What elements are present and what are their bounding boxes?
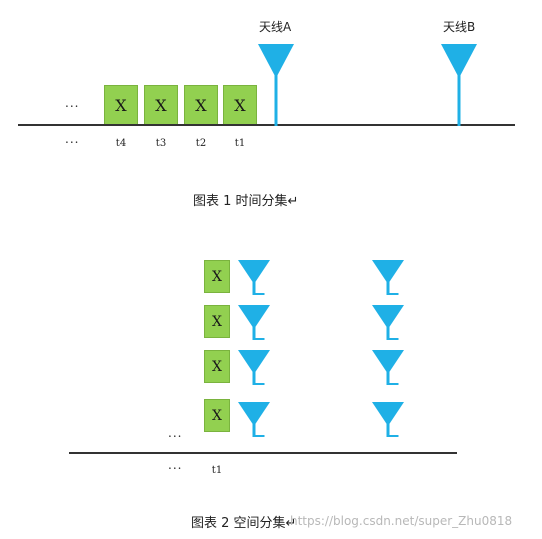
dots-top: ... [65, 96, 80, 110]
time-label-t1: t1 [211, 465, 223, 476]
dots-top: ... [168, 426, 183, 440]
dots-bottom: ... [168, 458, 183, 472]
symbol-box-row-1: X [204, 260, 230, 293]
symbol-box-t2: X [184, 85, 218, 125]
symbol-box-t3: X [144, 85, 178, 125]
symbol-box-t1: X [223, 85, 257, 125]
symbol-box-row-4: X [204, 399, 230, 432]
antenna-left-row-4-icon [238, 402, 270, 437]
watermark-url: https://blog.csdn.net/super_Zhu0818 [290, 514, 513, 528]
time-label-t3: t3 [155, 138, 167, 149]
symbol-box-row-3: X [204, 350, 230, 383]
antenna-right-row-1-icon [372, 260, 404, 295]
antenna-left-row-1-icon [238, 260, 270, 295]
antenna-right-row-3-icon [372, 350, 404, 385]
symbol-box-t4: X [104, 85, 138, 125]
timeline-axis [18, 124, 515, 126]
figure-1-caption: 图表 1 时间分集↵ [193, 194, 299, 209]
time-label-t2: t2 [195, 138, 207, 149]
time-label-t1: t1 [234, 138, 246, 149]
baseline-axis [69, 452, 457, 454]
antenna-a-label: 天线A [259, 20, 292, 34]
symbol-box-row-2: X [204, 305, 230, 338]
time-label-t4: t4 [115, 138, 127, 149]
antenna-b-icon [441, 44, 477, 126]
antenna-left-row-2-icon [238, 305, 270, 340]
figure-2-caption: 图表 2 空间分集↵ [191, 516, 297, 531]
antenna-b-label: 天线B [443, 20, 476, 34]
antenna-left-row-3-icon [238, 350, 270, 385]
antenna-right-row-2-icon [372, 305, 404, 340]
dots-bottom: ... [65, 132, 80, 146]
antenna-a-icon [258, 44, 294, 126]
antenna-right-row-4-icon [372, 402, 404, 437]
